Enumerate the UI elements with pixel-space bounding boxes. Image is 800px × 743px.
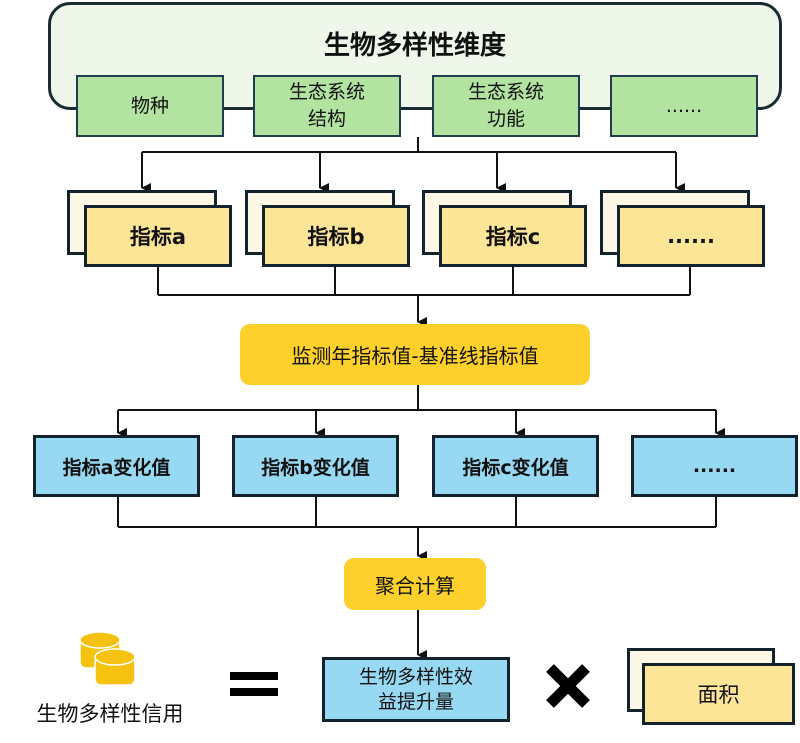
dimension-ecosystem-function: 生态系统功能 (432, 75, 580, 137)
label: 结构 (307, 108, 346, 130)
label: 指标a变化值 (62, 456, 171, 479)
label: 功能 (486, 108, 525, 130)
change-a: 指标a变化值 (33, 435, 200, 497)
area-box: 面积 (642, 663, 795, 725)
indicator-more: ...... (617, 205, 765, 267)
label: 监测年指标值-基准线指标值 (291, 344, 539, 368)
connector (118, 385, 716, 411)
label: 指标c变化值 (462, 456, 569, 479)
label: 物种 (130, 94, 169, 117)
label: 指标a (129, 225, 187, 249)
aggregate-step: 聚合计算 (344, 558, 486, 610)
indicator-b: 指标b (262, 205, 410, 267)
label: 生态系统 (467, 81, 544, 103)
dimension-ecosystem-structure: 生态系统结构 (253, 75, 401, 137)
label: 生物多样性信用 (36, 702, 184, 726)
indicator-c: 指标c (439, 205, 587, 267)
label: 指标b变化值 (261, 456, 370, 479)
label: 益提升量 (377, 690, 454, 713)
credit-label: 生物多样性信用 (5, 696, 215, 730)
dimension-more: ...... (610, 75, 758, 137)
indicator-a: 指标a (84, 205, 232, 267)
biodiversity-benefit-box: 生物多样性效益提升量 (322, 657, 510, 722)
label: ...... (692, 455, 737, 477)
coins-icon (79, 631, 136, 686)
equals-icon (230, 672, 278, 696)
change-c: 指标c变化值 (432, 435, 599, 497)
change-more: ...... (631, 435, 798, 497)
label: 指标c (485, 225, 541, 249)
dimension-species: 物种 (76, 75, 224, 137)
label: 指标b (307, 225, 365, 249)
multiply-icon (546, 664, 590, 708)
label: ...... (665, 94, 703, 117)
connector (157, 267, 691, 296)
label: 面积 (697, 683, 740, 707)
difference-step: 监测年指标值-基准线指标值 (240, 324, 590, 385)
connector (117, 497, 717, 528)
change-b: 指标b变化值 (232, 435, 399, 497)
label: 聚合计算 (375, 573, 455, 598)
connector (142, 137, 676, 153)
panel-title: 生物多样性维度 (323, 31, 506, 61)
label: 生态系统 (288, 81, 365, 103)
label: ...... (667, 224, 715, 248)
label: 生物多样性效 (358, 665, 473, 688)
